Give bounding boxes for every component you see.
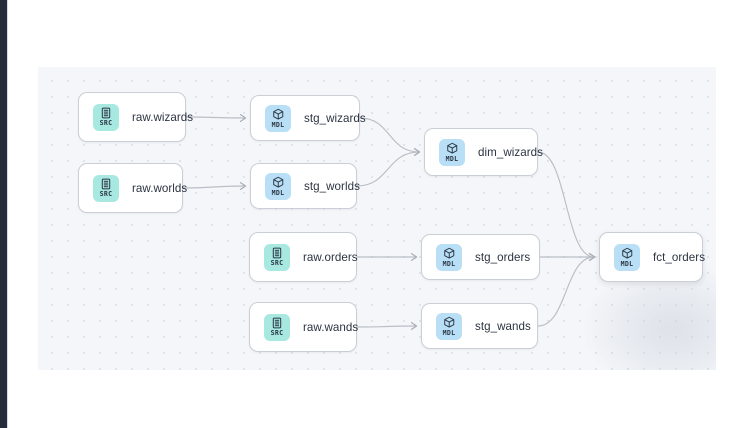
- database-icon: SRC: [264, 243, 290, 271]
- cube-icon: MDL: [436, 312, 462, 340]
- node-stg_orders[interactable]: MDL stg_orders: [421, 234, 540, 280]
- node-raw_orders[interactable]: SRC raw.orders: [249, 232, 358, 282]
- node-dim_wizards[interactable]: MDL dim_wizards: [424, 128, 543, 176]
- cube-icon: MDL: [439, 138, 465, 166]
- left-navigation-rail[interactable]: [0, 0, 7, 428]
- node-label: raw.worlds: [132, 181, 188, 195]
- node-badge-text: SRC: [270, 329, 284, 338]
- node-label: stg_wands: [475, 319, 531, 333]
- cube-icon: MDL: [265, 172, 291, 200]
- node-badge-text: MDL: [271, 188, 285, 197]
- node-label: stg_worlds: [304, 179, 360, 193]
- node-raw_wands[interactable]: SRC raw.wands: [249, 302, 359, 352]
- node-raw_wizards[interactable]: SRC raw.wizards: [78, 92, 193, 142]
- node-label: stg_orders: [475, 250, 531, 264]
- node-raw_worlds[interactable]: SRC raw.worlds: [78, 163, 187, 213]
- database-icon: SRC: [93, 174, 119, 202]
- left-rail-divider: [7, 0, 8, 428]
- node-label: raw.wands: [303, 320, 359, 334]
- node-badge-text: SRC: [99, 190, 113, 199]
- database-icon: SRC: [93, 103, 119, 131]
- node-badge-text: SRC: [99, 119, 113, 128]
- database-icon: SRC: [264, 313, 290, 341]
- node-fct_orders[interactable]: MDL fct_orders: [599, 232, 706, 282]
- node-stg_wands[interactable]: MDL stg_wands: [421, 303, 538, 349]
- node-label: raw.wizards: [132, 110, 194, 124]
- node-badge-text: SRC: [270, 259, 284, 268]
- cube-icon: MDL: [265, 104, 291, 132]
- node-badge-text: MDL: [620, 259, 634, 268]
- node-label: raw.orders: [303, 250, 358, 264]
- cube-icon: MDL: [614, 243, 640, 271]
- node-stg_wizards[interactable]: MDL stg_wizards: [250, 95, 366, 141]
- cube-icon: MDL: [436, 243, 462, 271]
- node-label: dim_wizards: [478, 145, 543, 159]
- node-label: stg_wizards: [304, 111, 366, 125]
- node-label: fct_orders: [653, 250, 706, 264]
- node-badge-text: MDL: [445, 154, 459, 163]
- node-badge-text: MDL: [271, 120, 285, 129]
- node-badge-text: MDL: [442, 259, 456, 268]
- node-badge-text: MDL: [442, 328, 456, 337]
- node-stg_worlds[interactable]: MDL stg_worlds: [250, 163, 360, 209]
